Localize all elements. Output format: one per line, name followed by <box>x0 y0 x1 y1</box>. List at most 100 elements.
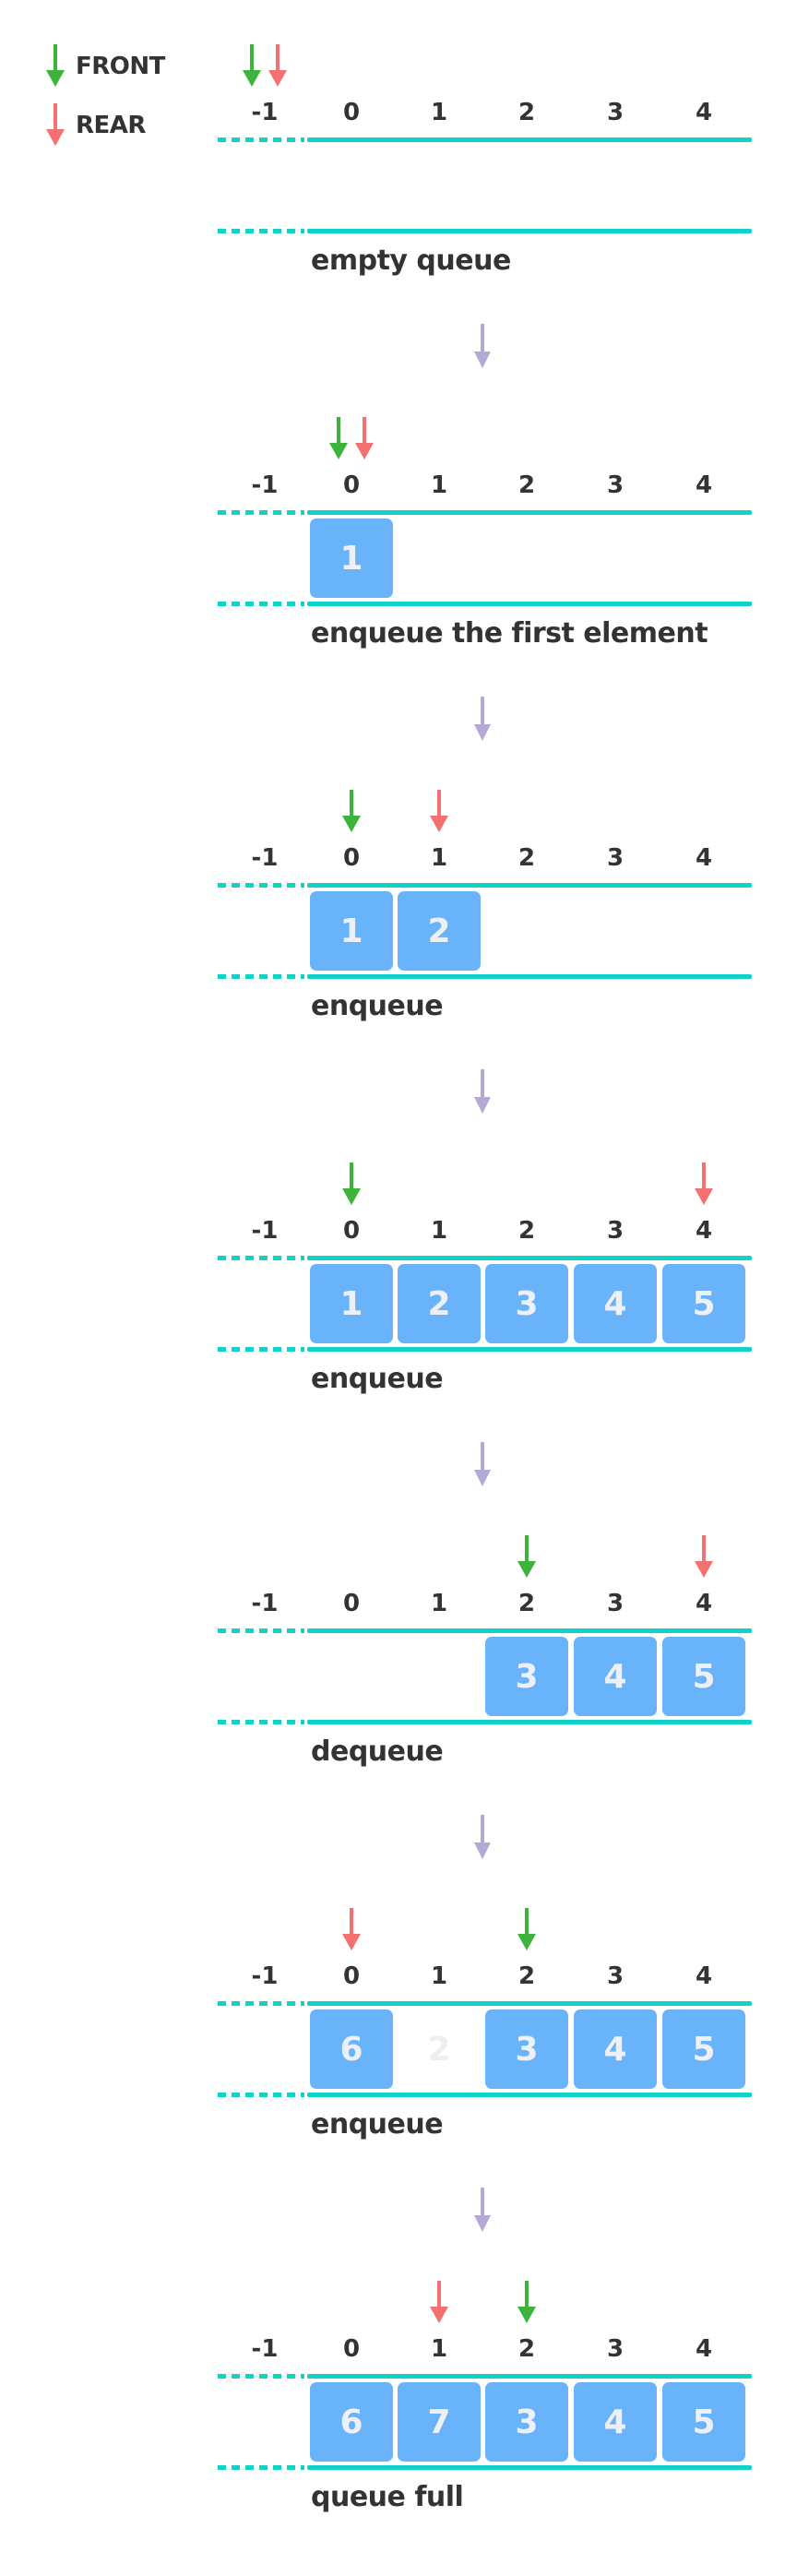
front-pointer-arrow-icon <box>517 1535 536 1578</box>
rail-bottom-dashed <box>218 229 304 233</box>
queue-cell: 6 <box>310 2382 393 2462</box>
index-label: -1 <box>251 844 279 872</box>
rail-top <box>307 510 752 515</box>
rail-bottom <box>307 1347 752 1352</box>
index-label: 0 <box>342 844 361 872</box>
index-label: -1 <box>251 2335 279 2363</box>
queue-cell: 4 <box>574 1637 657 1716</box>
rail-bottom-dashed <box>218 2465 304 2470</box>
rear-pointer-arrow-icon <box>695 1163 713 1205</box>
rear-pointer-arrow-icon <box>268 44 287 87</box>
rail-top-dashed <box>218 1628 304 1633</box>
stage-label: enqueue the first element <box>311 617 708 650</box>
rail-top <box>307 1256 752 1260</box>
index-label: 1 <box>430 844 448 872</box>
index-label: 2 <box>517 2335 536 2363</box>
index-label: -1 <box>251 1590 279 1617</box>
rail-bottom-dashed <box>218 602 304 606</box>
index-label: 0 <box>342 2335 361 2363</box>
index-label: 4 <box>695 1217 713 1245</box>
rear-pointer-arrow-icon <box>355 417 374 459</box>
index-label: 1 <box>430 1590 448 1617</box>
queue-cell: 4 <box>574 2010 657 2089</box>
index-label: -1 <box>251 1217 279 1245</box>
rail-bottom <box>307 974 752 979</box>
front-pointer-arrow-icon <box>342 1163 361 1205</box>
index-label: 3 <box>606 99 625 126</box>
legend-rear-label: REAR <box>76 112 146 139</box>
index-label: 4 <box>695 1962 713 1990</box>
queue-cell: 1 <box>310 519 393 598</box>
queue-cell: 1 <box>310 891 393 971</box>
rail-top-dashed <box>218 2374 304 2379</box>
queue-cell: 4 <box>574 2382 657 2462</box>
rear-arrow-icon <box>46 103 65 146</box>
rail-top-dashed <box>218 2001 304 2006</box>
queue-cell: 3 <box>485 1264 568 1343</box>
rail-top-dashed <box>218 137 304 142</box>
index-label: 2 <box>517 99 536 126</box>
index-label: 0 <box>342 1590 361 1617</box>
index-label: 1 <box>430 1217 448 1245</box>
queue-cell: 1 <box>310 1264 393 1343</box>
queue-cell: 2 <box>398 1264 481 1343</box>
index-label: 0 <box>342 1217 361 1245</box>
index-label: 1 <box>430 471 448 499</box>
queue-cell: 4 <box>574 1264 657 1343</box>
index-label: 4 <box>695 2335 713 2363</box>
index-label: 0 <box>342 99 361 126</box>
index-label: 0 <box>342 1962 361 1990</box>
index-label: 2 <box>517 471 536 499</box>
queue-cell: 5 <box>662 1637 745 1716</box>
index-label: 2 <box>517 1590 536 1617</box>
next-step-arrow-icon <box>474 324 491 368</box>
queue-cell: 3 <box>485 2010 568 2089</box>
rail-bottom <box>307 229 752 233</box>
rear-pointer-arrow-icon <box>342 1908 361 1950</box>
queue-cell: 5 <box>662 2010 745 2089</box>
rail-top <box>307 883 752 888</box>
index-label: -1 <box>251 99 279 126</box>
index-label: 3 <box>606 1590 625 1617</box>
index-label: 4 <box>695 99 713 126</box>
stage-label: queue full <box>311 2481 464 2513</box>
index-label: 4 <box>695 1590 713 1617</box>
queue-cell: 5 <box>662 1264 745 1343</box>
index-label: -1 <box>251 1962 279 1990</box>
rail-bottom <box>307 1720 752 1724</box>
stage-label: enqueue <box>311 990 444 1022</box>
index-label: 2 <box>517 1217 536 1245</box>
rail-top-dashed <box>218 1256 304 1260</box>
index-label: 3 <box>606 471 625 499</box>
next-step-arrow-icon <box>474 1815 491 1859</box>
rail-bottom <box>307 602 752 606</box>
index-label: 3 <box>606 1217 625 1245</box>
rail-bottom-dashed <box>218 2093 304 2097</box>
stage-label: empty queue <box>311 244 511 277</box>
rail-bottom-dashed <box>218 974 304 979</box>
front-pointer-arrow-icon <box>517 2281 536 2323</box>
removed-cell-ghost: 2 <box>427 2030 451 2069</box>
index-label: 1 <box>430 2335 448 2363</box>
rear-pointer-arrow-icon <box>430 790 448 832</box>
rear-pointer-arrow-icon <box>695 1535 713 1578</box>
rail-top-dashed <box>218 510 304 515</box>
index-label: 3 <box>606 2335 625 2363</box>
queue-cell: 5 <box>662 2382 745 2462</box>
rail-top <box>307 2374 752 2379</box>
index-label: 4 <box>695 471 713 499</box>
next-step-arrow-icon <box>474 2188 491 2232</box>
front-pointer-arrow-icon <box>243 44 261 87</box>
front-arrow-icon <box>46 44 65 87</box>
front-pointer-arrow-icon <box>342 790 361 832</box>
next-step-arrow-icon <box>474 1442 491 1486</box>
legend-front-label: FRONT <box>76 53 165 80</box>
rail-bottom <box>307 2465 752 2470</box>
front-pointer-arrow-icon <box>517 1908 536 1950</box>
index-label: 2 <box>517 844 536 872</box>
stage-label: enqueue <box>311 2108 444 2141</box>
next-step-arrow-icon <box>474 697 491 741</box>
rail-bottom <box>307 2093 752 2097</box>
stage-label: dequeue <box>311 1735 444 1768</box>
index-label: 3 <box>606 844 625 872</box>
